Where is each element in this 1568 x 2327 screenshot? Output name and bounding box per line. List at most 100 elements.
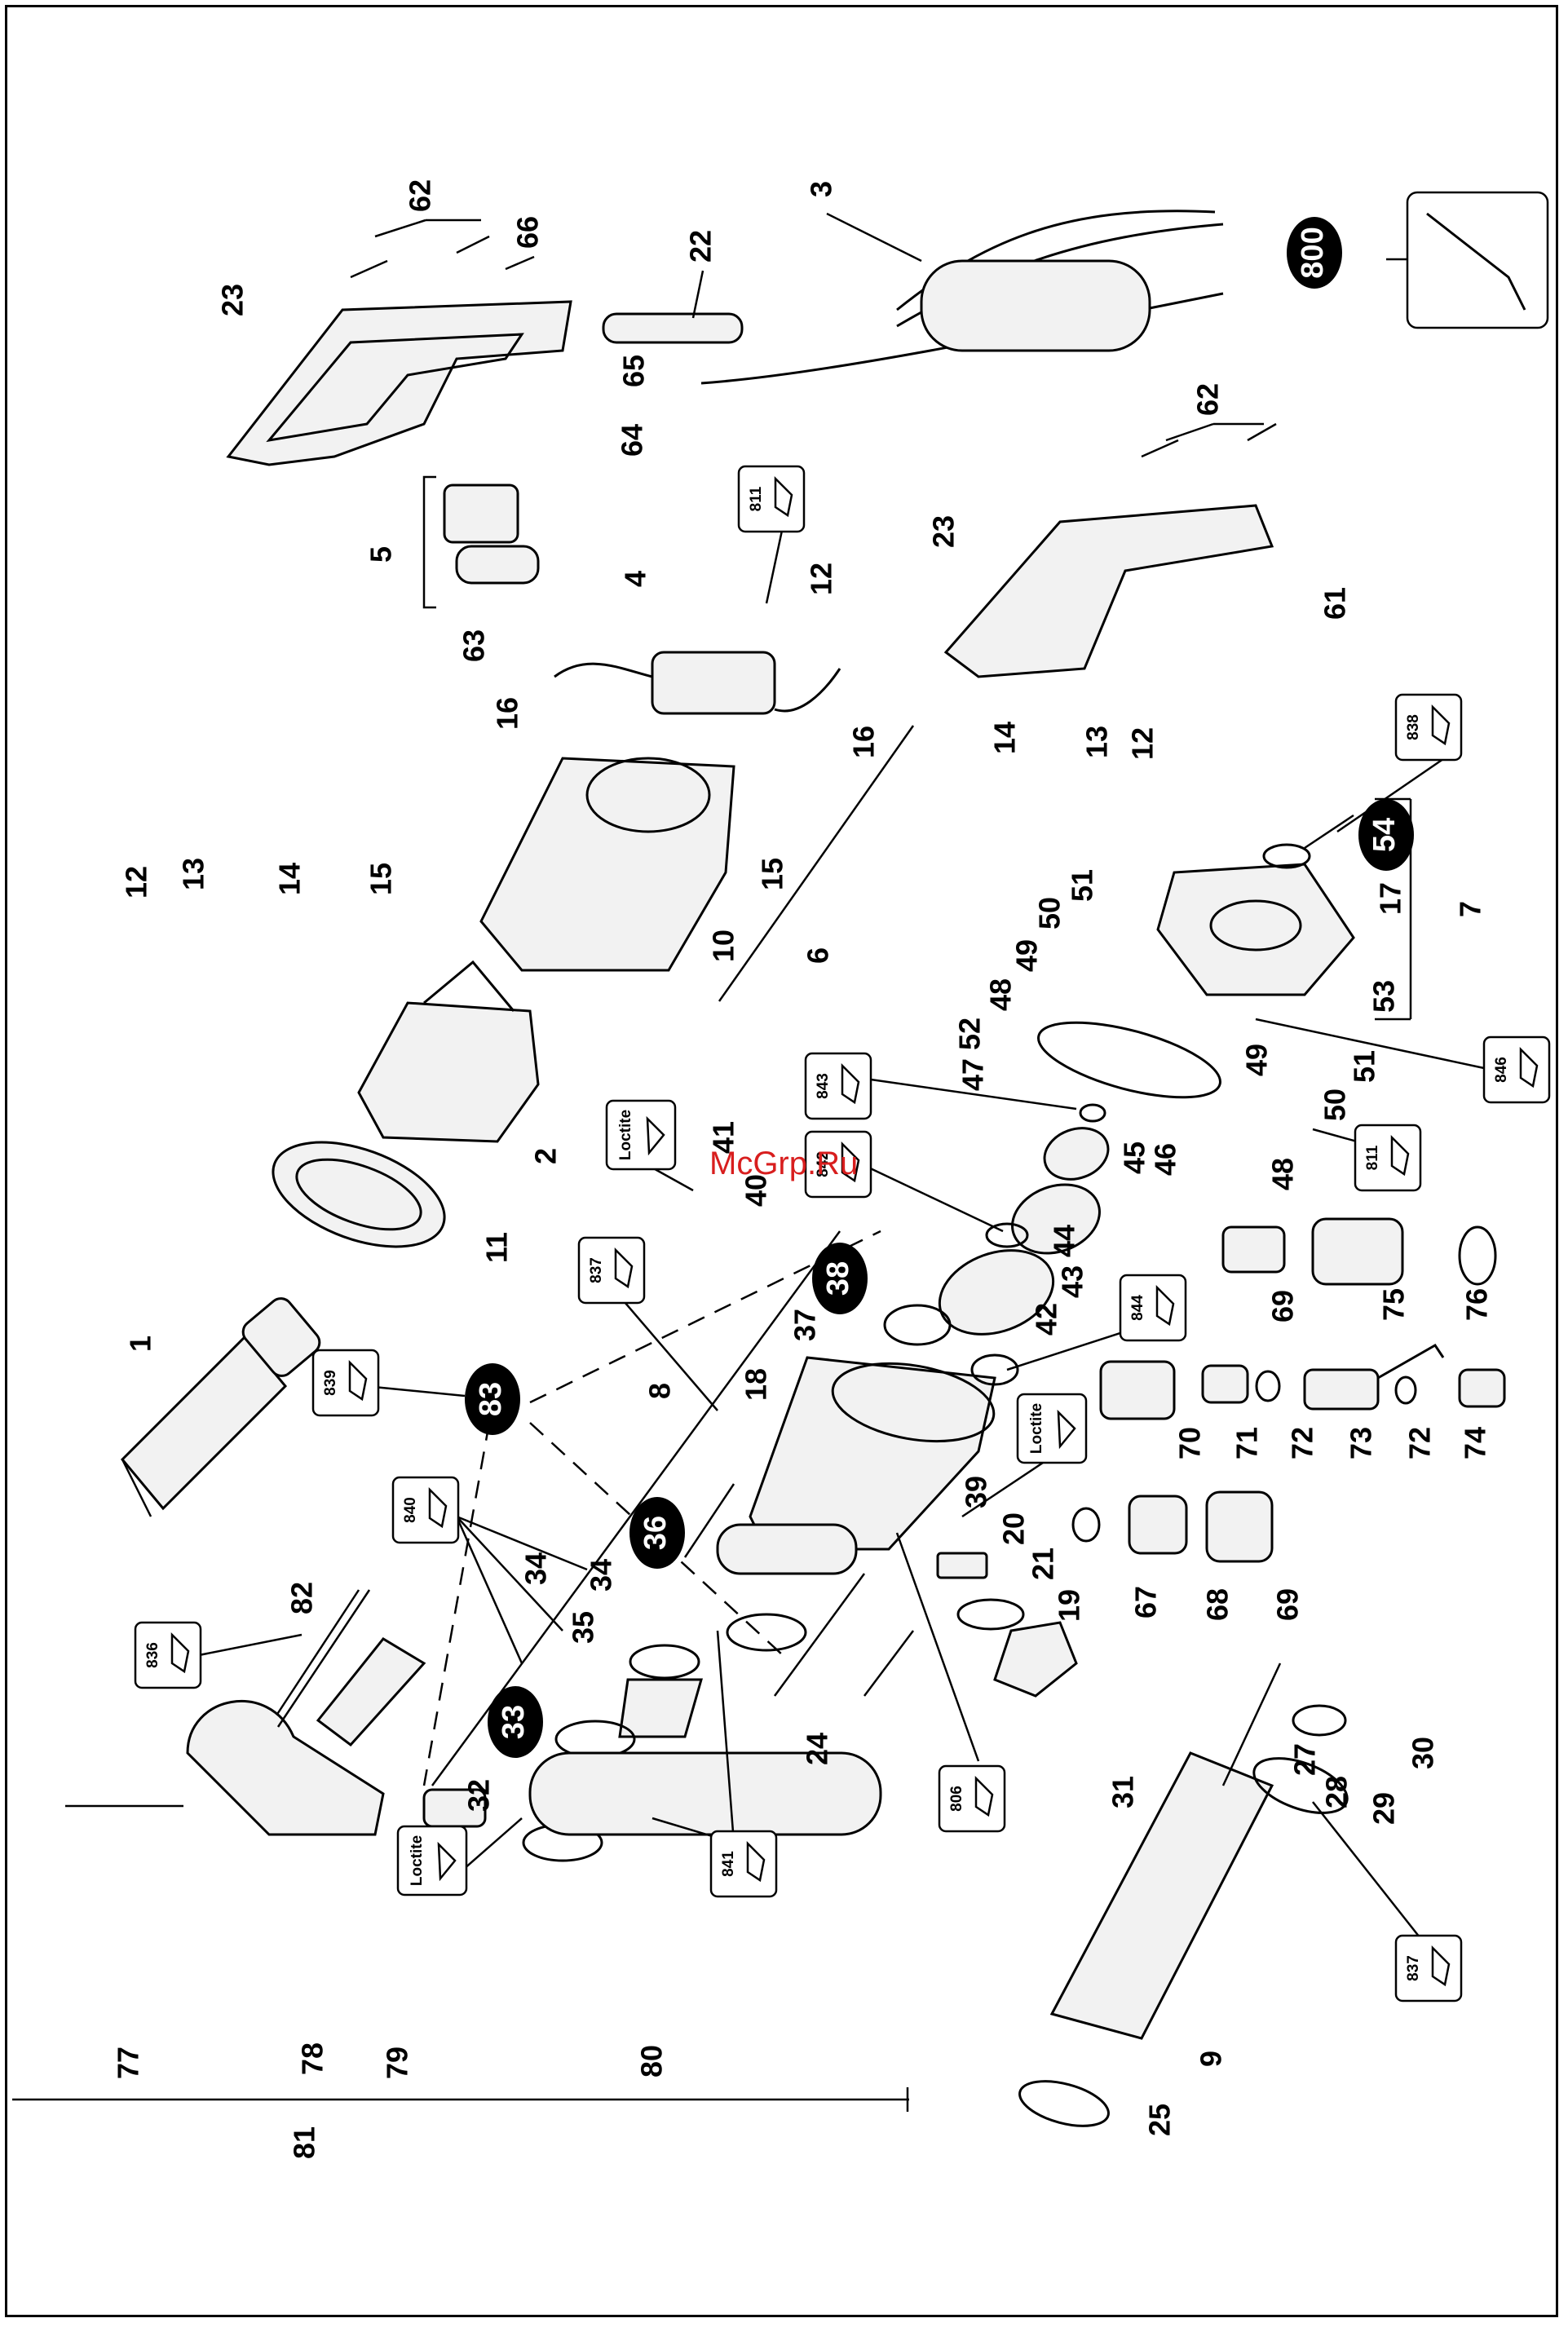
tool-icon [1431,704,1451,746]
part-label: 10 [707,929,740,962]
handle-rear-upper [226,235,572,466]
part-label: 44 [1048,1225,1081,1257]
part-label: 18 [740,1368,773,1401]
stator [357,960,540,1143]
part-label: 23 [927,515,961,548]
tool-box-text: 846 [1493,1057,1510,1083]
tool-box: 841 [709,1830,778,1898]
part-label: 78 [296,2042,329,2075]
drip-icon [646,1115,665,1156]
part-label: 77 [112,2047,145,2079]
part-label: 6 [802,947,835,964]
service-tool-boxes: 8118388468118438428378448398408368418378… [134,465,1551,2002]
highlighted-label-text: 33 [497,1705,531,1739]
highlighted-label: 800 [1287,217,1342,289]
part-label: 48 [1266,1158,1300,1190]
part-label: 28 [1320,1776,1354,1808]
part-label: 43 [1056,1265,1089,1298]
highlighted-label-text: 38 [821,1261,855,1296]
part-label: 73 [1345,1427,1378,1459]
highlighted-label: 36 [629,1497,685,1569]
tool-icon [170,1632,190,1674]
tool-box: 843 [804,1052,872,1120]
tool-box: 811 [737,465,806,533]
tool-box-text: 811 [748,486,765,511]
part-label: 15 [756,858,789,890]
part-label: 3 [805,181,838,197]
tool-box: 844 [1119,1274,1187,1342]
part-label: 48 [984,978,1018,1011]
bearing-flange [1156,843,1355,996]
tool-box-text: 844 [1129,1295,1146,1321]
electronic-module [554,651,841,715]
armature [120,1297,321,1517]
tool-icon [841,1062,860,1105]
tool-box-text: 837 [1405,1955,1422,1981]
part-label: 29 [1367,1792,1401,1825]
tool-box-text: 842 [815,1151,832,1177]
pins-24 [683,1483,914,1697]
part-label: 52 [953,1018,987,1050]
part-label: 42 [1030,1303,1063,1336]
part-label: 12 [120,866,153,899]
tool-box-text: 839 [322,1370,339,1396]
part-label: 69 [1266,1290,1300,1322]
tool-box-text: 840 [402,1497,419,1523]
label-oval [488,1686,543,1758]
part-label: 17 [1374,882,1407,915]
part-label: 76 [1460,1288,1494,1321]
tool-box-text: 811 [1364,1145,1381,1170]
tool-box: 842 [804,1130,872,1199]
tool-icon [841,1141,860,1183]
tool-box: 836 [134,1621,202,1689]
part-label: 37 [788,1309,822,1341]
tool-box: 846 [1482,1035,1551,1104]
accessory-800 [1406,191,1549,329]
fan-baffle [272,1141,446,1248]
tool-box-text: 838 [1405,714,1422,740]
part-label: 49 [1240,1044,1274,1076]
highlighted-label: 38 [812,1243,868,1314]
part-label: 12 [805,563,838,595]
part-label: 50 [1033,897,1067,929]
part-label: 47 [956,1058,990,1091]
part-label: 31 [1106,1776,1140,1808]
tool-box: 837 [577,1236,646,1305]
part-label: 5 [364,546,398,563]
tool-icon [1390,1134,1410,1177]
part-label: 61 [1318,587,1352,620]
part-label: 70 [1173,1427,1207,1459]
side-handle-assembly [12,1699,909,2112]
part-label: 24 [801,1733,834,1765]
rotation-stop-parts [1099,1217,1506,1420]
part-label: 62 [404,179,437,212]
gears-and-bearings [883,1103,1110,1386]
collar-parts [936,1490,1274,1698]
part-label: 23 [216,284,250,316]
label-oval [465,1363,520,1435]
tool-icon [974,1775,994,1817]
tool-icon [1431,1945,1451,1987]
loctite-text: Loctite [1028,1403,1045,1454]
spindle [1018,1662,1349,2127]
part-label: 68 [1201,1588,1235,1621]
tool-box: 837 [1394,1934,1463,2002]
tool-icon [1519,1046,1539,1088]
part-label: 13 [177,858,210,890]
part-label: 14 [988,722,1022,754]
drip-icon [1057,1409,1076,1450]
part-label: 27 [1288,1743,1322,1776]
loctite-box: Loctite [605,1099,677,1171]
part-label: 8 [643,1383,677,1399]
part-label: 9 [1195,2051,1228,2067]
tool-icon [348,1359,368,1402]
part-label: 46 [1149,1143,1182,1176]
label-oval [629,1497,685,1569]
part-label: 15 [364,863,398,895]
part-label: 65 [617,355,651,387]
part-label: 21 [1027,1548,1060,1580]
part-label: 30 [1407,1737,1440,1769]
part-label: 1 [124,1336,157,1352]
